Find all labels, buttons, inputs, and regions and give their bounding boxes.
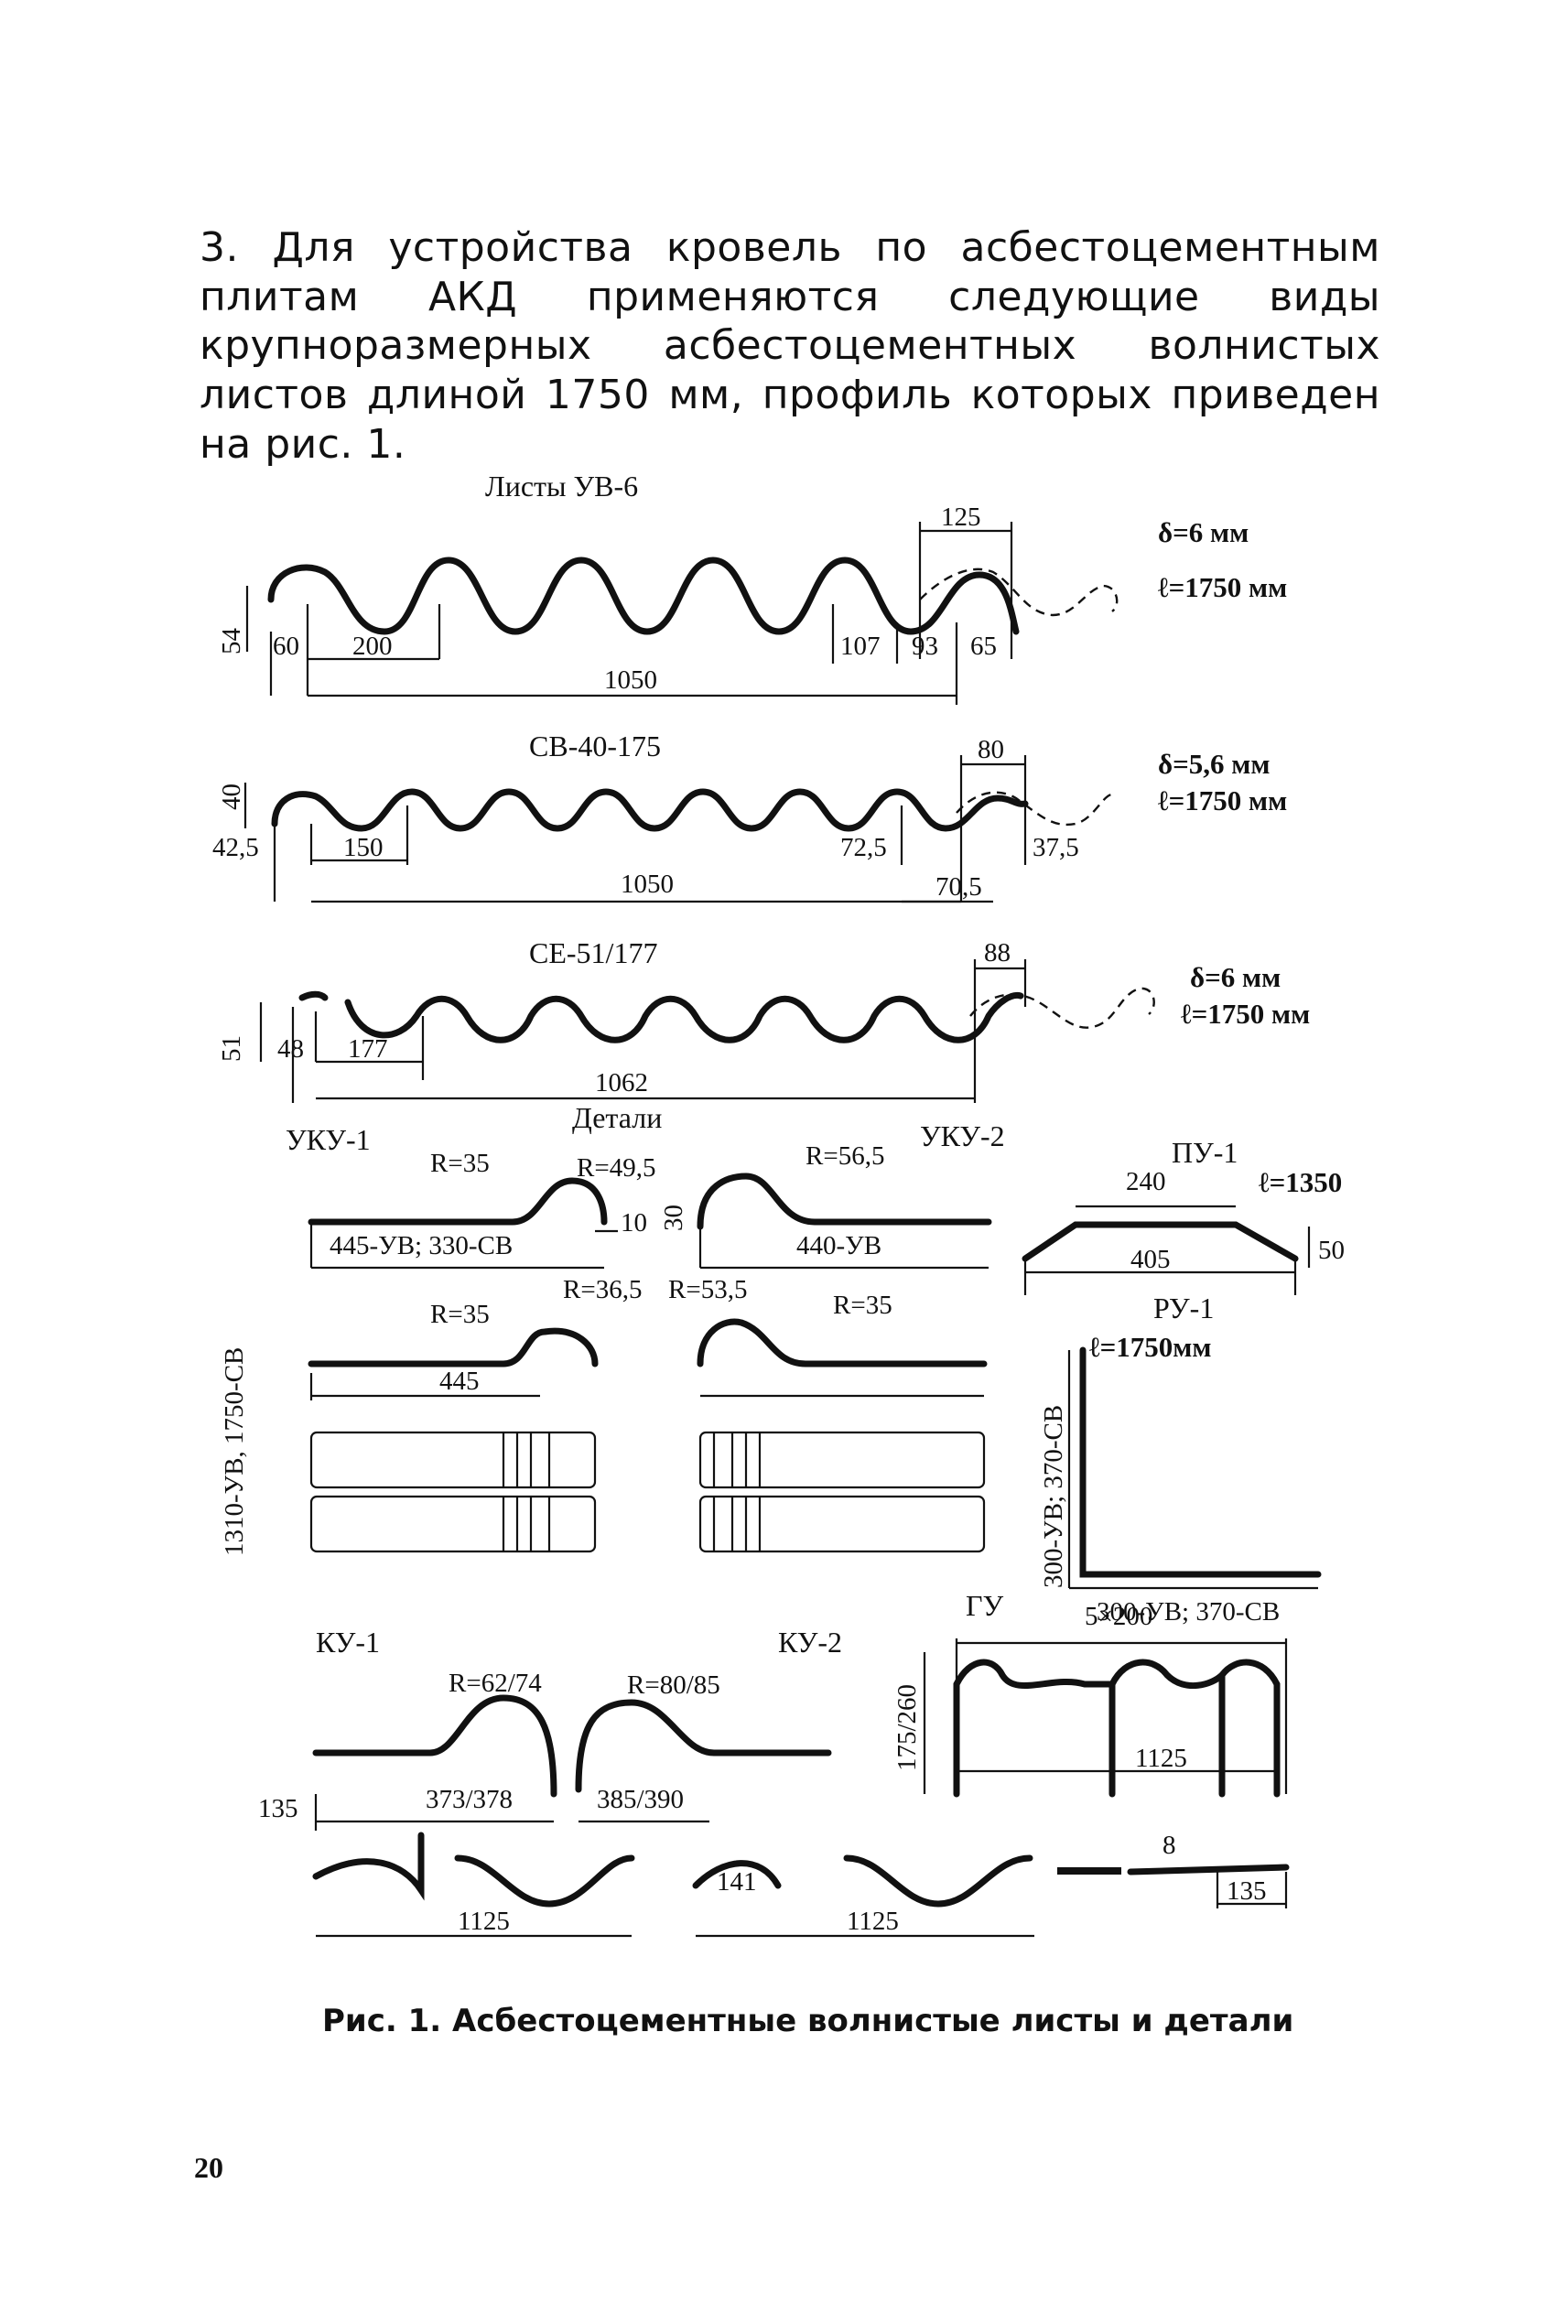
uku1-width2: 445 [439, 1367, 480, 1396]
ku1-dim: 135 [258, 1794, 298, 1823]
gu-top: 5×200 [1085, 1602, 1152, 1631]
ku1-profile [312, 1694, 557, 1798]
gu-side-profile [1127, 1864, 1290, 1875]
ru1-vert: 300-УВ; 370-СВ [1039, 1405, 1068, 1588]
pu1-label: ПУ-1 [1172, 1136, 1238, 1169]
gu-profile [953, 1659, 1281, 1798]
ku2-bottom-sheet [692, 1854, 1033, 1908]
sv40-dim-pitch: 150 [343, 833, 384, 862]
uv6-dim-total: 1050 [604, 665, 657, 695]
pu1-top: 240 [1126, 1167, 1166, 1196]
gu-label: ГУ [966, 1589, 1004, 1622]
ku2-label: КУ-2 [778, 1626, 842, 1659]
uv6-dim-b: 93 [912, 632, 938, 661]
se51-dim-overlap: 88 [984, 938, 1011, 967]
uv6-title: Листы УВ-6 [485, 470, 638, 503]
uku2-width: 440-УВ [796, 1231, 881, 1260]
gu-width: 1125 [1135, 1744, 1187, 1773]
se51-dim-total: 1062 [595, 1068, 648, 1097]
se51-profile [298, 990, 1024, 1043]
uv6-dim-height: 54 [217, 628, 246, 655]
ku1-bottom: 1125 [458, 1907, 510, 1936]
intro-paragraph: 3. Для устройства кровель по асбестоцеме… [200, 224, 1380, 468]
se51-thickness: δ=6 мм [1190, 961, 1281, 993]
ku2-r: R=80/85 [627, 1670, 720, 1700]
gu-thick: 8 [1162, 1831, 1176, 1860]
se51-dim-edge: 48 [277, 1034, 304, 1064]
page-number: 20 [194, 2151, 223, 2184]
ku1-r: R=62/74 [449, 1669, 542, 1698]
ku1-width: 373/378 [426, 1785, 513, 1814]
uku1-side: 1310-УВ, 1750-СВ [220, 1347, 249, 1556]
ru1-length: ℓ=1750мм [1089, 1331, 1212, 1363]
sv40-length: ℓ=1750 мм [1158, 784, 1287, 816]
se51-dim-height: 51 [217, 1035, 246, 1062]
uku1-width: 445-УВ; 330-СВ [330, 1231, 513, 1260]
uku1-r2: R=49,5 [577, 1153, 655, 1183]
sv40-dim-edge: 42,5 [212, 833, 259, 862]
sv40-overlap-dashed [956, 791, 1113, 827]
ku1-label: КУ-1 [316, 1626, 380, 1659]
uv6-dim-c: 65 [970, 632, 997, 661]
sv40-dim-height: 40 [217, 784, 246, 810]
uv6-profile [267, 557, 1020, 635]
ru1-horiz: 300-УВ; 370-СВ [1097, 1597, 1280, 1627]
se51-dim-pitch: 177 [348, 1034, 388, 1064]
uku2-r2: R=53,5 [668, 1275, 747, 1304]
uku2-dim30: 30 [659, 1205, 688, 1231]
ku2-profile [575, 1699, 832, 1793]
se51-title: СЕ-51/177 [529, 936, 657, 969]
uku1-lower-profile [308, 1327, 599, 1367]
ku2-bottom: 1125 [847, 1907, 899, 1936]
pu1-height: 50 [1318, 1236, 1345, 1265]
uv6-overlap-dashed [919, 567, 1119, 617]
uku2-label: УКУ-2 [920, 1119, 1005, 1152]
sv40-dim-total: 1050 [621, 870, 674, 899]
ru1-label: РУ-1 [1153, 1292, 1214, 1324]
details-heading: Детали [572, 1101, 662, 1134]
uku1-r4: R=36,5 [563, 1275, 642, 1304]
pu1-bottom: 405 [1130, 1245, 1171, 1274]
uku2-lower-profile [697, 1318, 988, 1367]
uv6-length: ℓ=1750 мм [1158, 571, 1287, 603]
uku2-r1: R=56,5 [806, 1141, 884, 1171]
ku2-width: 385/390 [597, 1785, 684, 1814]
sv40-thickness: δ=5,6 мм [1158, 748, 1271, 780]
ru1-angle-profile [1079, 1346, 1322, 1578]
uku2-r3: R=35 [833, 1291, 892, 1320]
sv40-dim-c: 37,5 [1033, 833, 1079, 862]
se51-overlap-dashed [969, 987, 1155, 1029]
gu-height: 175/260 [892, 1684, 922, 1771]
sv40-dim-a: 72,5 [840, 833, 887, 862]
sv40-dim-overlap: 80 [978, 735, 1004, 764]
uv6-thickness: δ=6 мм [1158, 516, 1249, 548]
uku1-label: УКУ-1 [286, 1123, 371, 1156]
uku1-ridge-lines [502, 1432, 551, 1551]
uku1-upper-profile [308, 1177, 608, 1226]
uku1-dim10: 10 [621, 1208, 647, 1238]
se51-length: ℓ=1750 мм [1181, 998, 1310, 1030]
figure-caption: Рис. 1. Асбестоцементные волнистые листы… [322, 2003, 1294, 2039]
uku2-ridge-lines [712, 1432, 762, 1551]
sv40-title: СВ-40-175 [529, 730, 661, 762]
uv6-dim-edge: 60 [273, 632, 299, 661]
uv6-dim-overlap: 125 [941, 503, 981, 532]
uku1-r1: R=35 [430, 1149, 490, 1178]
sv40-dim-b: 70,5 [935, 872, 982, 902]
ku2-dim: 141 [717, 1867, 757, 1897]
gu-side: 135 [1227, 1876, 1267, 1906]
uku1-r3: R=35 [430, 1300, 490, 1329]
pu1-profile [1022, 1221, 1299, 1262]
ku1-bottom-sheet [312, 1832, 635, 1908]
uku2-upper-profile [697, 1173, 992, 1230]
sv40-profile [271, 788, 1029, 832]
uv6-dim-a: 107 [840, 632, 881, 661]
uv6-dim-pitch: 200 [352, 632, 393, 661]
pu1-length: ℓ=1350 [1259, 1166, 1342, 1198]
